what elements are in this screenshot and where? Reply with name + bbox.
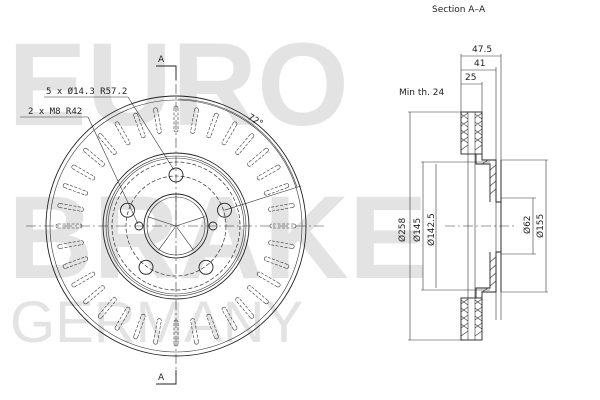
section-title: Section A–A: [432, 5, 486, 15]
watermark-euro: EURO: [8, 19, 349, 151]
dim-o62: Ø62: [522, 215, 533, 234]
svg-text:5 x Ø14.3 R57.2: 5 x Ø14.3 R57.2: [46, 86, 127, 97]
svg-text:A: A: [158, 373, 165, 383]
front-view: [26, 66, 326, 376]
dim-o155: Ø155: [535, 214, 546, 238]
callout-bolt-holes: 5 x Ø14.3 R57.2: [44, 86, 175, 171]
section-marker-bottom: A: [156, 370, 177, 385]
section-view: Section A–A Min th. 24 47.5 41 25: [397, 5, 548, 341]
section-marker-top: A: [156, 55, 177, 80]
callout-threaded-holes: 2 x M8 R42: [20, 107, 139, 225]
friction-ring-lower: [460, 297, 483, 341]
top-dimensions: [460, 54, 502, 320]
right-diameter-dims: [501, 159, 548, 293]
angle-label: 72°: [245, 112, 264, 129]
left-diameter-dims: [408, 111, 490, 341]
dim-25: 25: [465, 73, 476, 83]
dim-o142-5: Ø142.5: [426, 213, 437, 246]
dim-41: 41: [474, 59, 485, 69]
svg-text:A: A: [158, 55, 165, 65]
min-thickness-label: Min th. 24: [399, 88, 445, 98]
dim-o258: Ø258: [397, 217, 408, 242]
dim-47-5: 47.5: [472, 45, 492, 55]
friction-ring-upper: [460, 111, 483, 155]
dim-o145: Ø145: [412, 218, 423, 242]
angle-arc: [177, 98, 298, 188]
svg-text:2 x M8 R42: 2 x M8 R42: [28, 107, 82, 117]
